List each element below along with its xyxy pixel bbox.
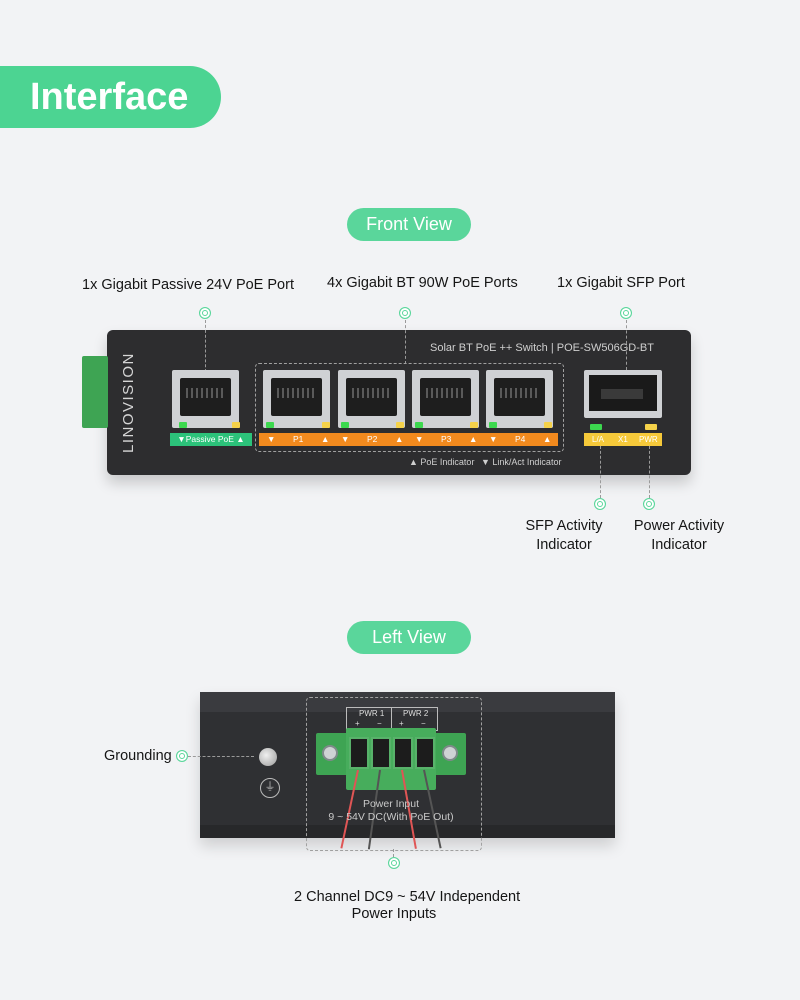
passive-led-link	[179, 422, 187, 428]
p3-led-poe	[470, 422, 478, 428]
passive-poe-strip: ▼Passive PoE ▲	[170, 433, 252, 446]
terminal-pwr2-plus[interactable]	[393, 737, 413, 769]
callout-line	[188, 756, 254, 757]
power-input-range: 9 ~ 54V DC(With PoE Out)	[328, 811, 454, 823]
pwr2-label: PWR 2	[403, 709, 429, 718]
poe-indicator-legend: ▲ PoE Indicator	[409, 457, 475, 467]
pwr1-plus: +	[355, 719, 360, 728]
poe-ports-strip: ▼ P1 ▲ ▼ P2 ▲ ▼ P3 ▲ ▼ P4 ▲	[259, 433, 558, 446]
passive-poe-port[interactable]	[172, 370, 239, 428]
callout-dot	[199, 307, 211, 319]
sfp-led-power	[645, 424, 657, 430]
pwr1-minus: −	[377, 719, 382, 728]
panel-top-edge	[200, 692, 615, 712]
terminal-pwr2-minus[interactable]	[415, 737, 435, 769]
port-label-p2: P2	[367, 434, 378, 444]
power-activity-label-line2: Indicator	[651, 537, 707, 553]
power-input-group	[306, 697, 482, 851]
poe-port-p1[interactable]	[263, 370, 330, 428]
poe-port-p3[interactable]	[412, 370, 479, 428]
sfp-led-label-la: L/A	[592, 435, 605, 444]
terminal-screw	[442, 745, 458, 761]
poe-port-p4[interactable]	[486, 370, 553, 428]
p2-led-poe	[396, 422, 404, 428]
callout-line	[649, 446, 650, 498]
p1-led-poe	[322, 422, 330, 428]
p4-led-link	[489, 422, 497, 428]
callout-line	[205, 320, 206, 382]
callout-dot	[594, 498, 606, 510]
p3-led-link	[415, 422, 423, 428]
terminal-pwr1-plus[interactable]	[349, 737, 369, 769]
pwr1-label: PWR 1	[359, 709, 385, 718]
callout-dot	[388, 857, 400, 869]
pwr2-plus: +	[399, 719, 404, 728]
link-act-indicator-legend: ▼ Link/Act Indicator	[481, 457, 562, 467]
callout-line	[626, 320, 627, 370]
port-label-p1: P1	[293, 434, 304, 444]
callout-line	[393, 849, 394, 857]
front-view-badge: Front View	[347, 208, 471, 241]
callout-dot	[620, 307, 632, 319]
sfp-led-link	[590, 424, 602, 430]
callout-line	[405, 320, 406, 364]
callout-dot	[176, 750, 188, 762]
bt-poe-ports-label: 4x Gigabit BT 90W PoE Ports	[327, 275, 518, 291]
p2-led-link	[341, 422, 349, 428]
left-view-badge: Left View	[347, 621, 471, 654]
passive-poe-port-label: 1x Gigabit Passive 24V PoE Port	[82, 277, 294, 293]
power-activity-label: Power Activity	[633, 518, 725, 534]
power-inputs-label-line2: Power Inputs	[351, 906, 437, 922]
port-label-p3: P3	[441, 434, 452, 444]
sfp-port-label: 1x Gigabit SFP Port	[557, 275, 685, 291]
p1-led-link	[266, 422, 274, 428]
callout-line	[600, 446, 601, 498]
brand-logo: LINOVISION	[120, 352, 137, 453]
sfp-strip: L/A X1 PWR	[584, 433, 662, 446]
ground-symbol-icon: ⏚	[260, 778, 280, 798]
port-label-p4: P4	[515, 434, 526, 444]
sfp-led-label-x1: X1	[618, 435, 628, 444]
callout-dot	[399, 307, 411, 319]
panel-bottom-edge	[200, 825, 615, 838]
callout-dot	[643, 498, 655, 510]
terminal-pwr1-minus[interactable]	[371, 737, 391, 769]
model-label: Solar BT PoE ++ Switch | POE-SW506GD-BT	[430, 342, 654, 354]
side-terminal-block	[82, 356, 108, 428]
p4-led-poe	[544, 422, 552, 428]
pwr2-minus: −	[421, 719, 426, 728]
bt-ports-group	[255, 363, 564, 452]
passive-led-poe	[232, 422, 240, 428]
power-input-label: Power Input	[362, 798, 420, 810]
power-inputs-label: 2 Channel DC9 ~ 54V Independent	[294, 889, 521, 905]
poe-port-p2[interactable]	[338, 370, 405, 428]
sfp-led-label-pwr: PWR	[639, 435, 658, 444]
grounding-screw	[259, 748, 277, 766]
page-title: Interface	[0, 66, 221, 128]
terminal-screw	[322, 745, 338, 761]
sfp-activity-label: SFP Activity	[525, 518, 603, 534]
grounding-label: Grounding	[104, 748, 172, 764]
sfp-port[interactable]	[584, 370, 662, 418]
sfp-activity-label-line2: Indicator	[536, 537, 592, 553]
